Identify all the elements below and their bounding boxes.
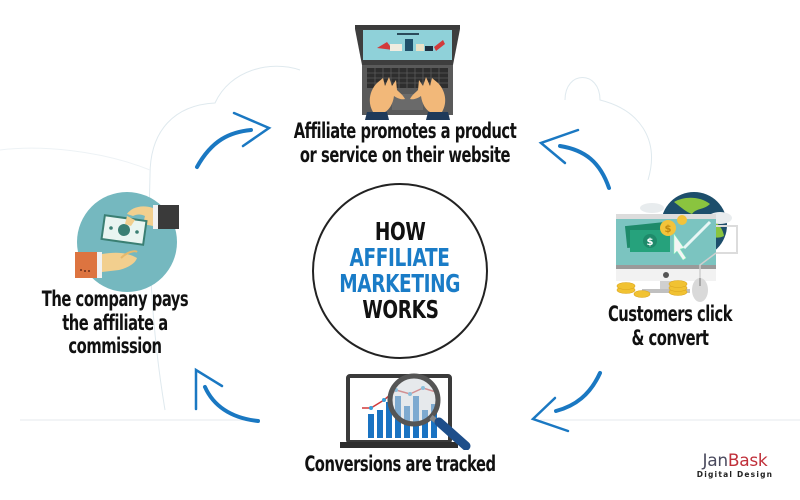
- title-line-affiliate: AFFILIATE: [350, 243, 450, 272]
- arrow-convert-to-promote: [538, 128, 611, 190]
- step-label-line: Conversions are tracked: [304, 452, 496, 476]
- step-label-line: the affiliate a: [62, 310, 168, 335]
- step-label-line: The company pays: [41, 287, 189, 311]
- janbask-logo: JanBask Digital Design: [690, 452, 780, 479]
- step-label-line: commission: [68, 334, 162, 359]
- step-label-line: Customers click: [607, 302, 733, 326]
- monitor-money-globe-icon: $ $: [616, 192, 738, 302]
- laptop-analytics-magnifier-icon: [340, 373, 471, 450]
- hands-money-exchange-icon: [75, 192, 179, 292]
- arrow-convert-to-track: [530, 371, 602, 433]
- arrow-pay-to-promote: [195, 111, 272, 169]
- logo-wordmark: JanBask: [690, 452, 780, 470]
- step-label-promote: Affiliate promotes a product or service …: [284, 119, 526, 167]
- step-label-convert: Customers click & convert: [584, 302, 756, 350]
- title-line-marketing: MARKETING: [339, 269, 461, 298]
- title-line-how: HOW: [374, 217, 426, 246]
- svg-text:$: $: [665, 224, 672, 235]
- laptop-typing-icon: [355, 25, 460, 120]
- center-title-circle: HOW AFFILIATE MARKETING WORKS: [312, 183, 488, 359]
- logo-subtitle: Digital Design: [696, 470, 774, 479]
- svg-text:$: $: [647, 237, 654, 248]
- step-label-pay: The company pays the affiliate a commiss…: [25, 287, 204, 359]
- step-label-line: Affiliate promotes a product: [293, 119, 517, 143]
- step-label-line: or service on their website: [299, 142, 511, 167]
- title-line-works: WORKS: [361, 295, 439, 324]
- step-label-track: Conversions are tracked: [283, 452, 517, 477]
- logo-part-jan: Jan: [702, 451, 729, 471]
- step-label-line: & convert: [631, 325, 709, 350]
- logo-part-bask: Bask: [727, 451, 768, 471]
- arrow-track-to-pay: [194, 367, 260, 423]
